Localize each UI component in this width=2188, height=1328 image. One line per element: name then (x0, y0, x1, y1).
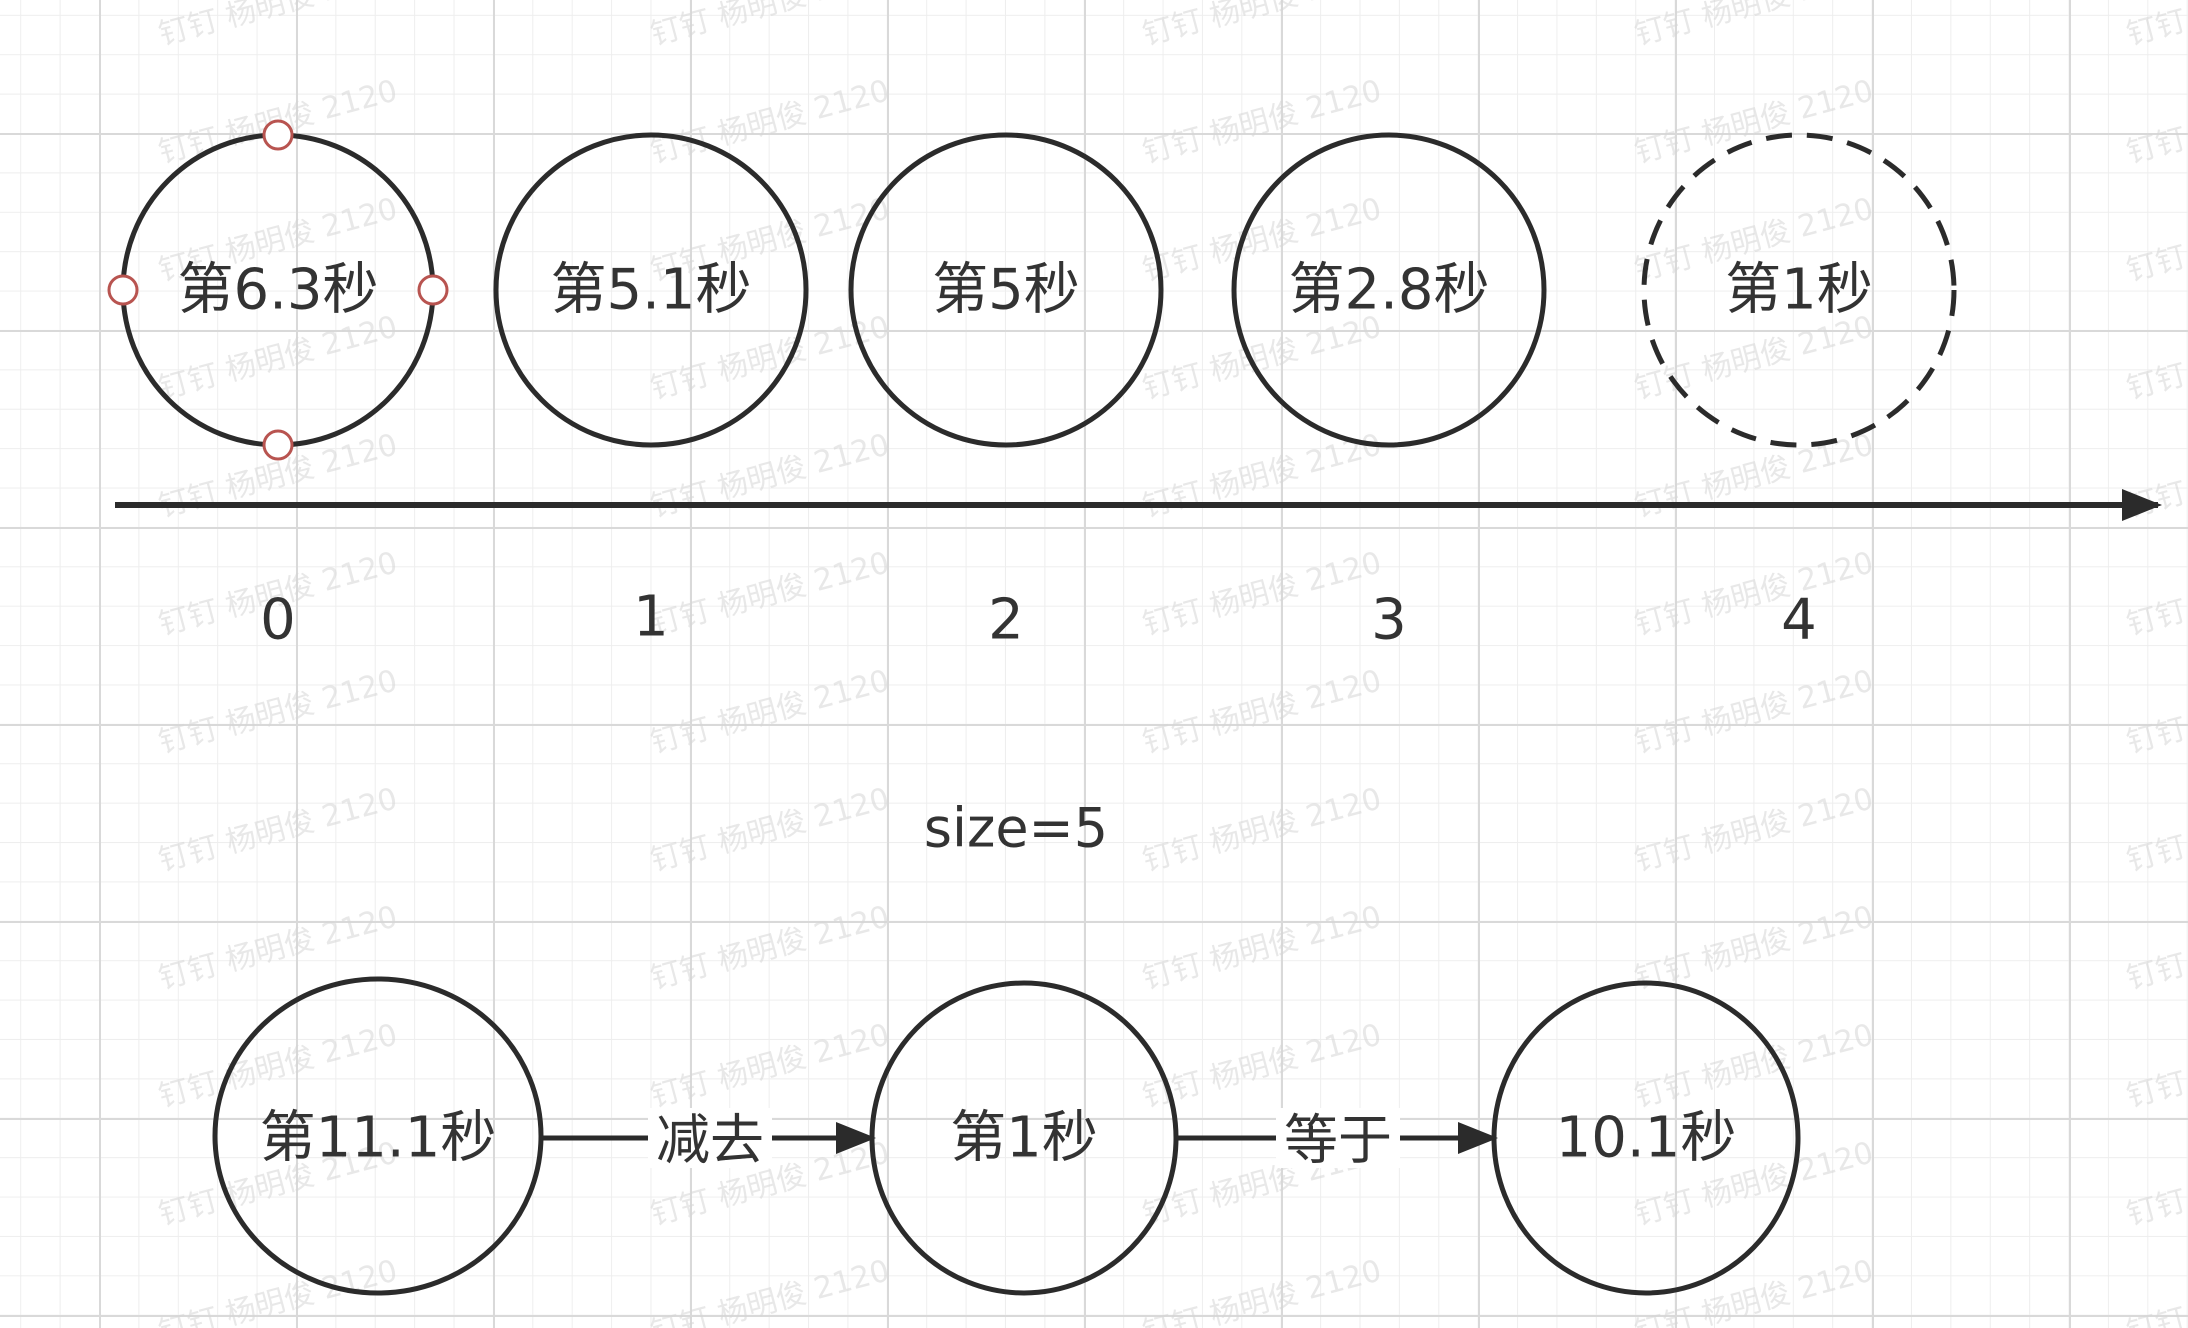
watermark-text: 钉钉 杨明俊 2120 (2123, 427, 2188, 524)
queue-node-label: 第5秒 (932, 258, 1080, 323)
watermark-text: 钉钉 杨明俊 2120 (2123, 663, 2188, 760)
edge-label-bg (648, 1108, 772, 1168)
watermark-text: 钉钉 杨明俊 2120 (1631, 781, 1877, 878)
watermark-text: 钉钉 杨明俊 2120 (1139, 545, 1385, 642)
queue-node-label: 第2.8秒 (1288, 258, 1489, 323)
watermark-text: 钉钉 杨明俊 2120 (647, 1253, 893, 1328)
watermark-text: 钉钉 杨明俊 2120 (647, 899, 893, 996)
watermark-text: 钉钉 杨明俊 2120 (2123, 545, 2188, 642)
watermark-text: 钉钉 杨明俊 2120 (647, 73, 893, 170)
edge-label-bg (1276, 1108, 1400, 1168)
equation-node-subtrahend[interactable]: 第1秒 (869, 980, 1179, 1296)
queue-node-1[interactable]: 第5.1秒 (493, 132, 809, 448)
watermark-text: 钉钉 杨明俊 2120 (2123, 1253, 2188, 1328)
edge-subtract[interactable]: 减去 (541, 1108, 876, 1172)
index-label: 0 (260, 588, 296, 653)
queue-node-label: 第5.1秒 (550, 258, 751, 323)
watermark-text: 钉钉 杨明俊 2120 (1631, 309, 1877, 406)
watermark-text: 钉钉 杨明俊 2120 (155, 663, 401, 760)
size-label: size=5 (924, 797, 1108, 860)
resize-handle-left[interactable] (107, 274, 139, 306)
queue-node-label: 第6.3秒 (177, 258, 378, 323)
watermark-text: 钉钉 杨明俊 2120 (1631, 663, 1877, 760)
watermark-text: 钉钉 杨明俊 2120 (2123, 1017, 2188, 1114)
queue-node-2[interactable]: 第5秒 (848, 132, 1164, 448)
watermark-text: 钉钉 杨明俊 2120 (1631, 73, 1877, 170)
watermark-text: 钉钉 杨明俊 2120 (1139, 899, 1385, 996)
watermark-text: 钉钉 杨明俊 2120 (2123, 73, 2188, 170)
resize-handle-top[interactable] (262, 119, 294, 151)
watermark-text: 钉钉 杨明俊 2120 (647, 545, 893, 642)
selection-handles[interactable] (107, 119, 449, 461)
equation-node-label: 第1秒 (950, 1106, 1098, 1171)
equation-node-label: 第11.1秒 (260, 1106, 497, 1171)
watermark-text: 钉钉 杨明俊 2120 (2123, 1135, 2188, 1232)
watermark-text: 钉钉 杨明俊 2120 (647, 663, 893, 760)
watermark-text: 钉钉 杨明俊 2120 (155, 1017, 401, 1114)
index-label: 3 (1371, 588, 1407, 653)
watermark-text: 钉钉 杨明俊 2120 (2123, 899, 2188, 996)
index-label: 4 (1781, 588, 1817, 653)
watermark-text: 钉钉 杨明俊 2120 (1139, 0, 1385, 53)
equation-node-label: 10.1秒 (1556, 1106, 1737, 1171)
edge-label-subtract: 减去 (656, 1109, 764, 1172)
watermark-text: 钉钉 杨明俊 2120 (647, 1017, 893, 1114)
watermark-text: 钉钉 杨明俊 2120 (647, 0, 893, 53)
watermark-text: 钉钉 杨明俊 2120 (155, 309, 401, 406)
resize-handle-bottom[interactable] (262, 429, 294, 461)
watermark-text: 钉钉 杨明俊 2120 (155, 899, 401, 996)
watermark-text: 钉钉 杨明俊 2120 (1139, 663, 1385, 760)
equation-node-result[interactable]: 10.1秒 (1491, 980, 1801, 1296)
resize-handle-right[interactable] (417, 274, 449, 306)
watermark-text: 钉钉 杨明俊 2120 (1631, 545, 1877, 642)
queue-node-0[interactable]: 第6.3秒 (120, 132, 436, 448)
watermark-text: 钉钉 杨明俊 2120 (1631, 427, 1877, 524)
watermark-text: 钉钉 杨明俊 2120 (2123, 0, 2188, 53)
edge-label-equals: 等于 (1284, 1109, 1392, 1172)
queue-node-3[interactable]: 第2.8秒 (1231, 132, 1547, 448)
queue-node-4[interactable]: 第1秒 (1641, 132, 1957, 448)
watermark-text: 钉钉 杨明俊 2120 (2123, 781, 2188, 878)
index-label: 1 (633, 585, 669, 650)
index-label: 2 (988, 588, 1024, 653)
watermark-text: 钉钉 杨明俊 2120 (1139, 309, 1385, 406)
watermark-text: 钉钉 杨明俊 2120 (1139, 73, 1385, 170)
watermark-text: 钉钉 杨明俊 2120 (2123, 191, 2188, 288)
watermark-text: 钉钉 杨明俊 2120 (1139, 1253, 1385, 1328)
watermark-text: 钉钉 杨明俊 2120 (1139, 781, 1385, 878)
watermark-text: 钉钉 杨明俊 2120 (1139, 1017, 1385, 1114)
edge-equals[interactable]: 等于 (1176, 1108, 1498, 1172)
watermark-text: 钉钉 杨明俊 2120 (647, 781, 893, 878)
watermark-text: 钉钉 杨明俊 2120 (2123, 309, 2188, 406)
queue-node-label: 第1秒 (1725, 258, 1873, 323)
watermark-text: 钉钉 杨明俊 2120 (155, 0, 401, 53)
watermark-text: 钉钉 杨明俊 2120 (155, 781, 401, 878)
watermark-text: 钉钉 杨明俊 2120 (1631, 0, 1877, 53)
